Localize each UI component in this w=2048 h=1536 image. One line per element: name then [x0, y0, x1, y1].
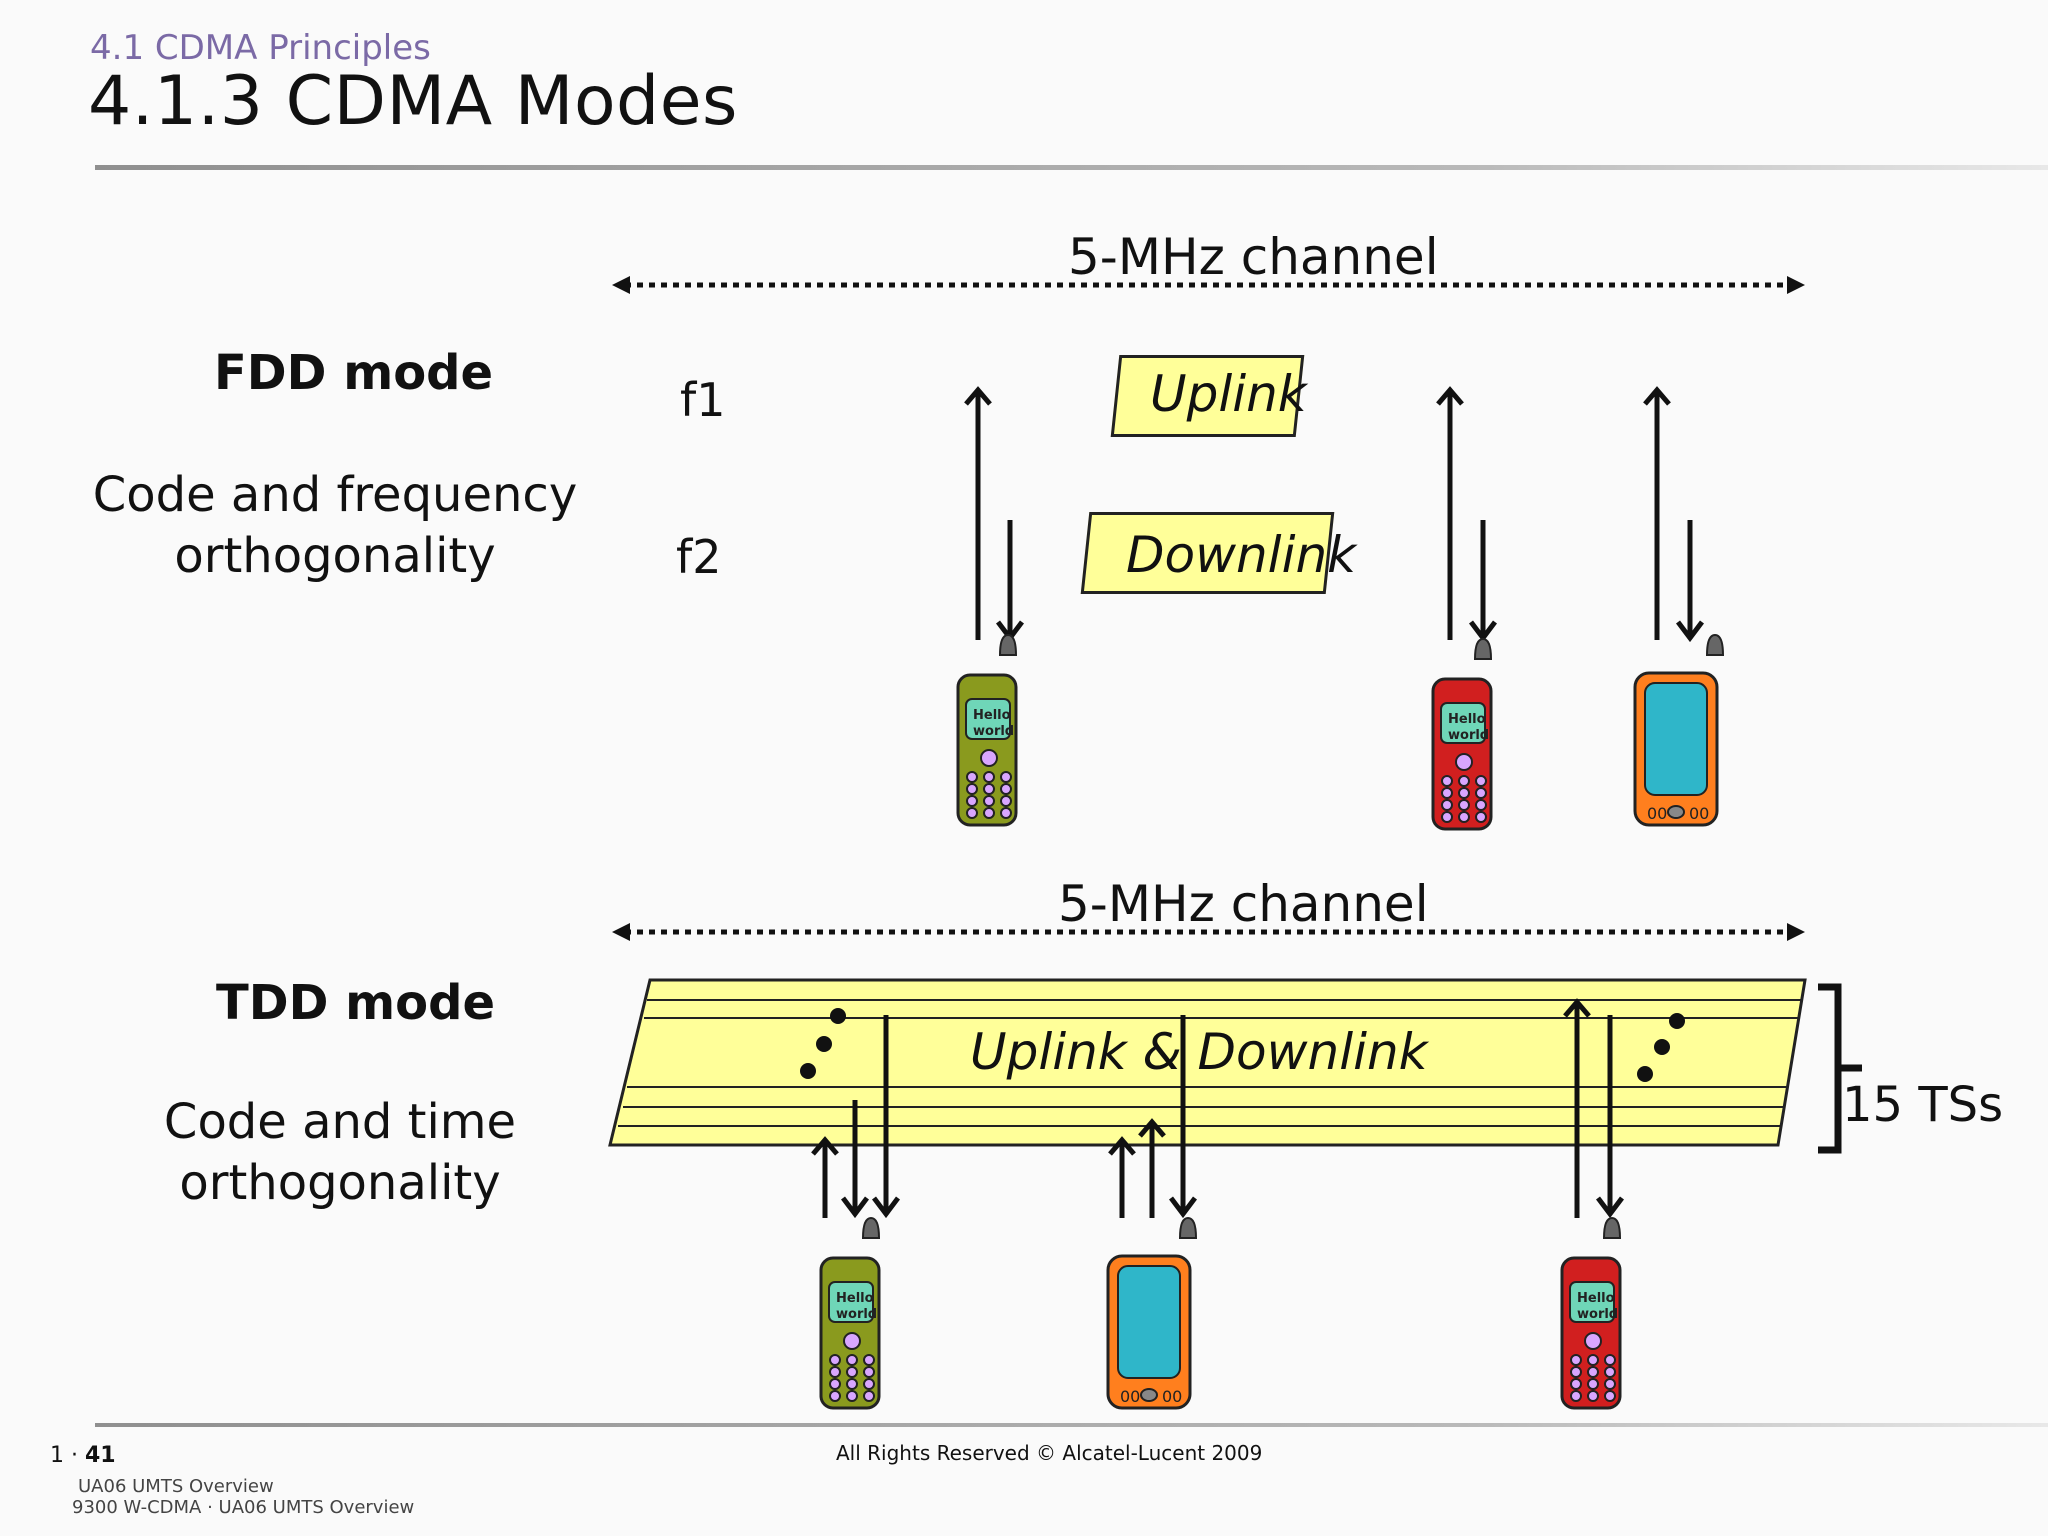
copyright: All Rights Reserved © Alcatel-Lucent 200…: [836, 1441, 1263, 1465]
fdd-mode-label: FDD mode: [214, 345, 494, 401]
fdd-description-line1: Code and frequency: [92, 467, 578, 523]
f1-label: f1: [680, 373, 726, 427]
page-number-value: 41: [84, 1443, 116, 1468]
downlink-label: Downlink: [1126, 526, 1357, 584]
fdd-channel-label: 5-MHz channel: [1068, 228, 1439, 286]
tdd-description: Code and time orthogonality: [90, 1092, 590, 1214]
tdd-description-line2: orthogonality: [179, 1155, 501, 1211]
timeslots-bracket: [1818, 983, 1862, 1154]
svg-text:00: 00: [1647, 804, 1667, 823]
page-title: 4.1.3 CDMA Modes: [88, 62, 738, 141]
phone-screen-line1: Hello: [1448, 712, 1486, 727]
timeslots-label: 15 TSs: [1842, 1077, 2004, 1133]
phone-olive-fdd: [956, 633, 1018, 827]
tdd-band-label: Uplink & Downlink: [970, 1023, 1428, 1081]
phone-olive-tdd: [819, 1216, 881, 1410]
page-prefix: 1 ·: [50, 1443, 85, 1468]
tdd-band: [608, 978, 1807, 1147]
phone-screen-line2: world: [1448, 728, 1489, 743]
f2-label: f2: [676, 530, 722, 584]
phone-screen-line1: Hello: [973, 708, 1011, 723]
phone-red-tdd: [1560, 1216, 1622, 1410]
footer-product: 9300 W-CDMA · UA06 UMTS Overview: [72, 1497, 415, 1518]
footer-divider: [95, 1423, 2048, 1427]
phone-screen-line1: Hello: [836, 1291, 874, 1306]
fdd-description: Code and frequency orthogonality: [90, 465, 580, 587]
tdd-description-line1: Code and time: [163, 1094, 517, 1150]
phone-screen-line1: Hello: [1577, 1291, 1615, 1306]
header-divider: [95, 165, 2048, 170]
section-title: 4.1 CDMA Principles: [90, 28, 431, 68]
fdd-description-line2: orthogonality: [174, 528, 496, 584]
footer-course: UA06 UMTS Overview: [78, 1476, 274, 1497]
phone-orange-fdd: 00 00: [1633, 633, 1725, 827]
tdd-arrows: [811, 998, 1624, 1219]
tdd-channel-arrow: [612, 923, 1805, 941]
tdd-channel-label: 5-MHz channel: [1058, 875, 1429, 933]
uplink-label: Uplink: [1150, 365, 1307, 423]
phone-orange-tdd: 00 00: [1106, 1216, 1198, 1410]
svg-text:00: 00: [1689, 804, 1709, 823]
phone-screen-line2: world: [1577, 1307, 1618, 1322]
fdd-arrows: [964, 386, 1704, 643]
phone-screen-line2: world: [973, 724, 1014, 739]
phone-red-fdd: [1431, 637, 1493, 831]
tdd-mode-label: TDD mode: [216, 975, 496, 1031]
fdd-channel-arrow: [612, 276, 1805, 294]
phone-screen-line2: world: [836, 1307, 877, 1322]
page-number: 1 · 41: [50, 1443, 116, 1468]
svg-text:00: 00: [1120, 1387, 1140, 1406]
svg-text:00: 00: [1162, 1387, 1182, 1406]
